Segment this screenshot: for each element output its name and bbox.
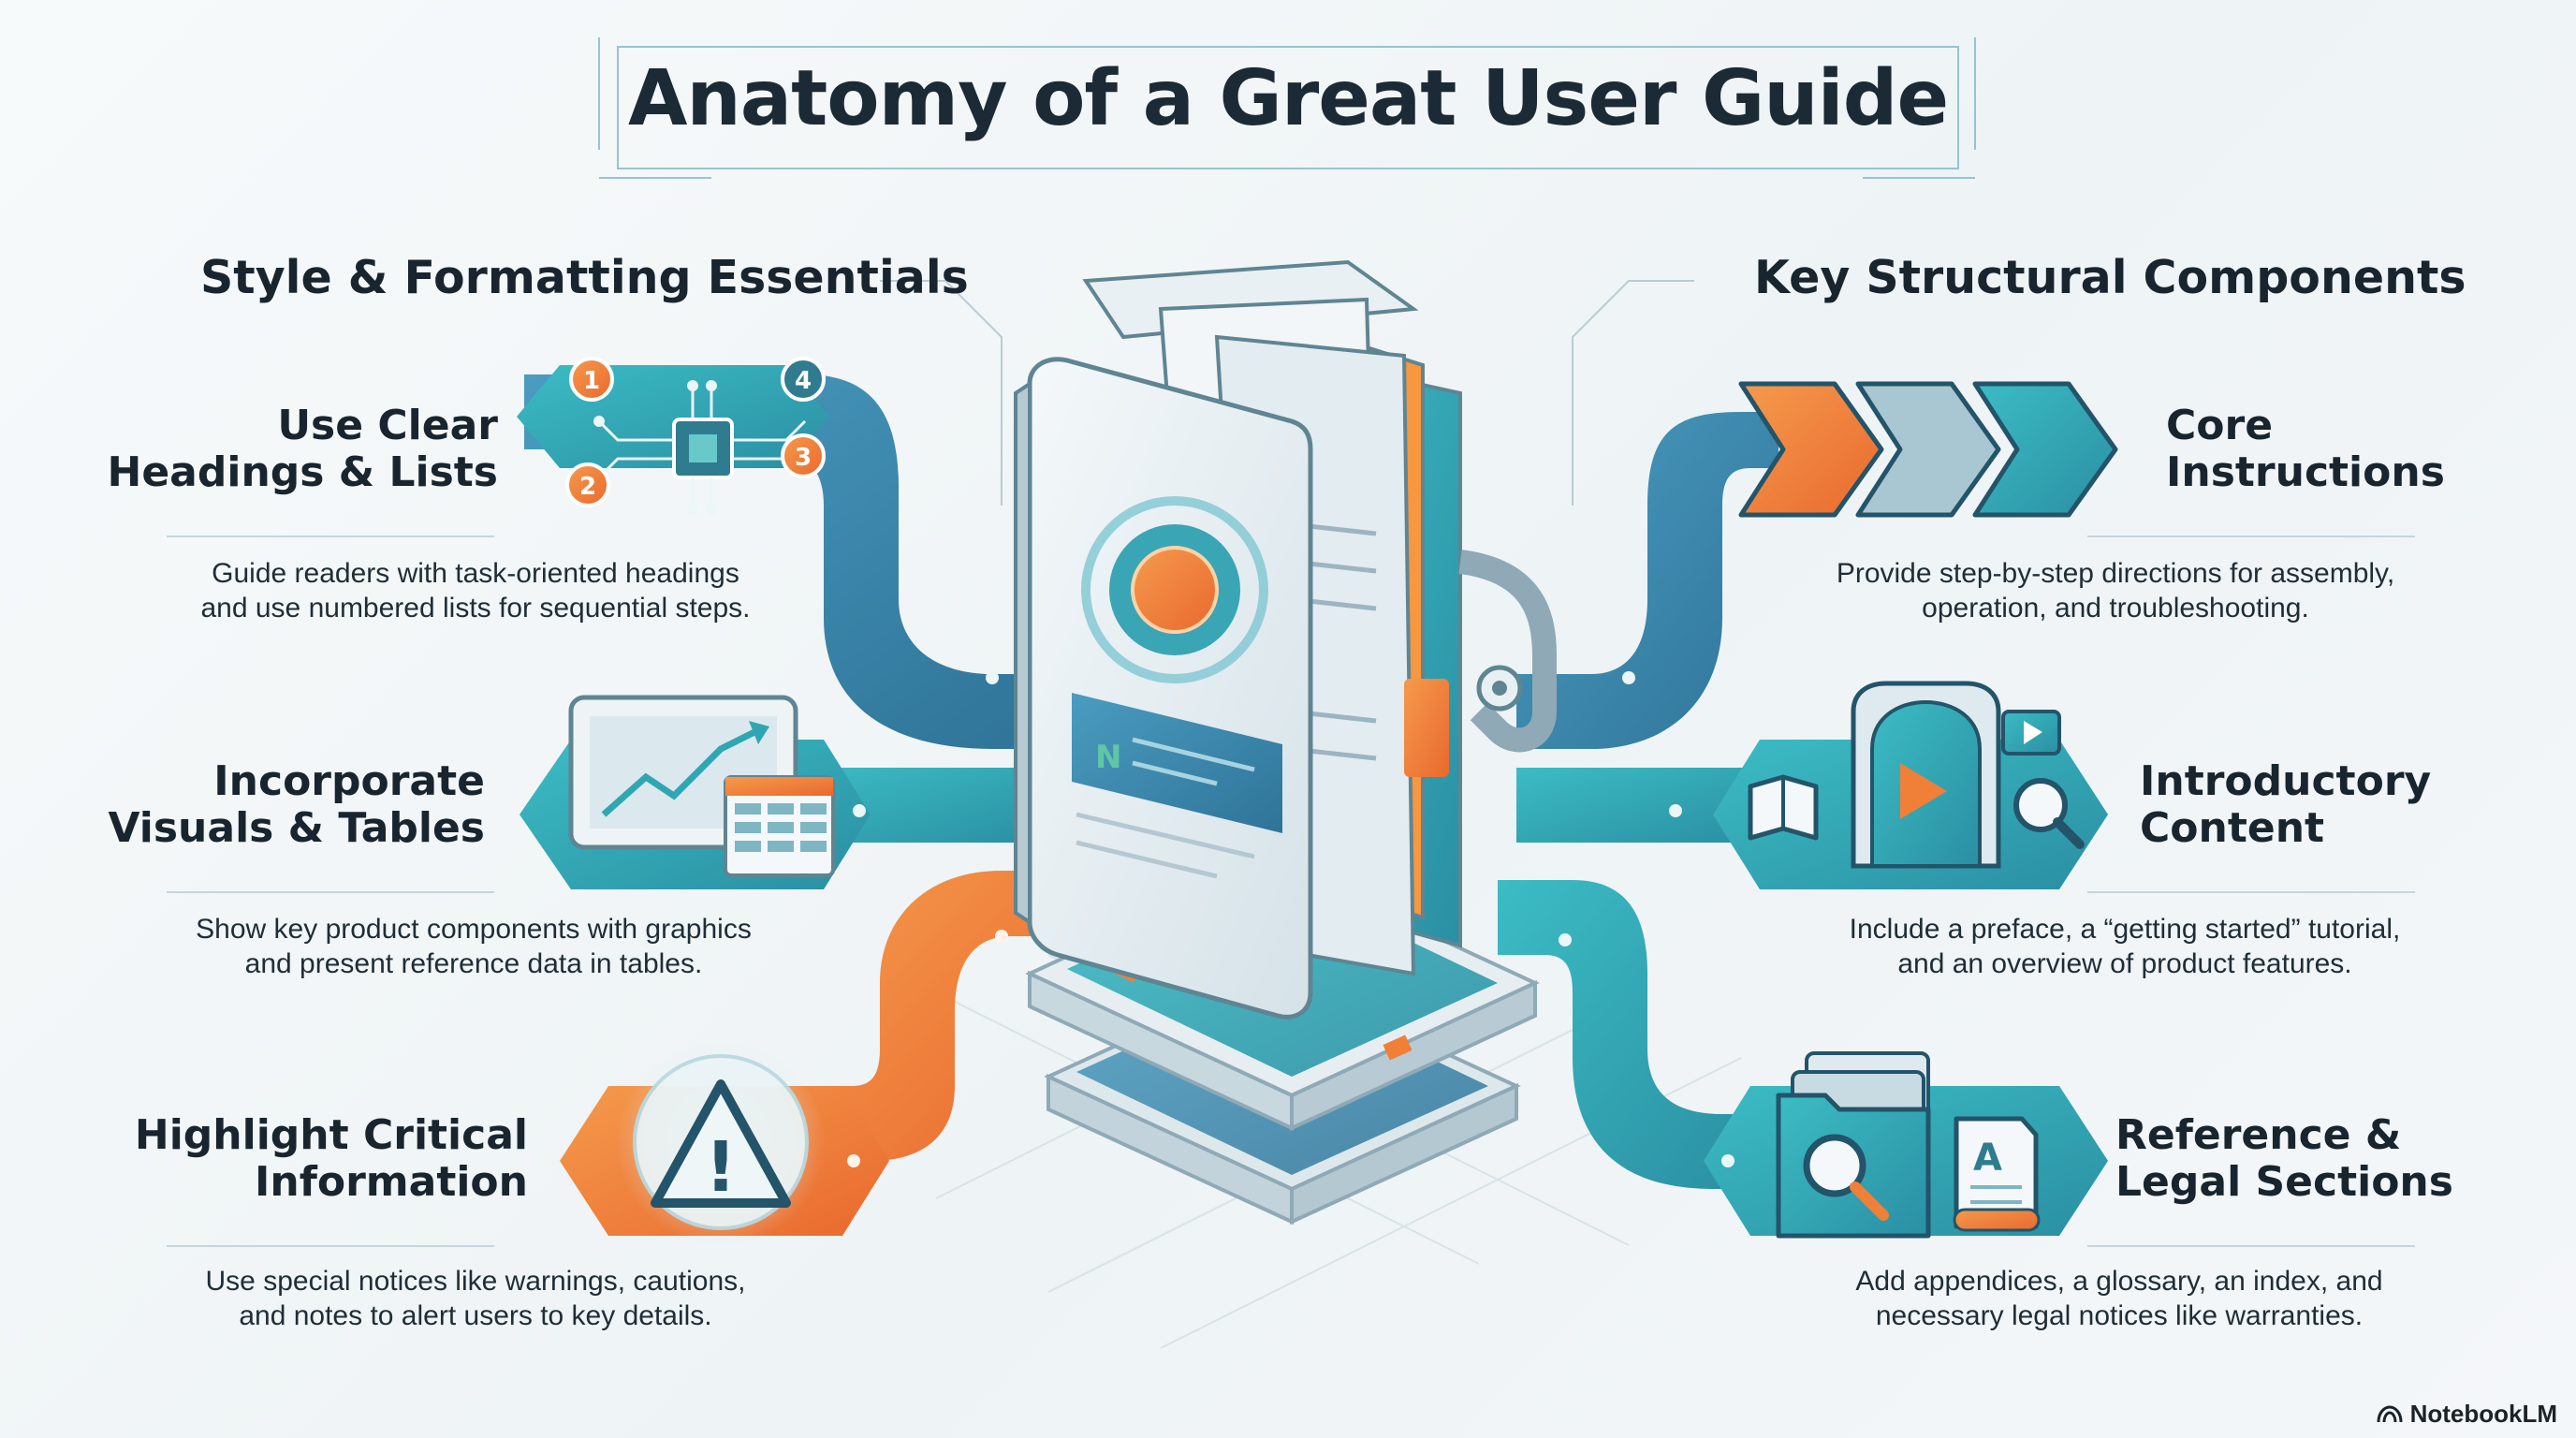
left-section-heading: Style & Formatting Essentials [200,251,969,304]
card-title-line: Headings & Lists [107,448,498,496]
card-title-core-instructions: Core Instructions [2166,403,2445,496]
right-section-heading: Key Structural Components [1754,251,2466,304]
card-desc-line: and present reference data in tables. [244,948,703,979]
card-title-line: Information [255,1158,528,1206]
brand-name: NotebookLM [2409,1400,2557,1428]
card-desc-headings-lists: Guide readers with task-oriented heading… [101,556,850,625]
central-book-illustration: N [1014,259,1557,1225]
card-title-line: Content [2140,804,2325,852]
numbered-badge: 2 [565,462,610,507]
divider [2087,1245,2415,1247]
card-desc-line: and use numbered lists for sequential st… [200,593,751,624]
svg-text:N: N [1095,739,1121,776]
numbered-badge: 3 [781,433,826,478]
card-title-line: Highlight Critical [134,1111,528,1159]
brand-watermark: NotebookLM [2377,1400,2557,1429]
numbered-badge: 4 [781,357,826,402]
title-frame [598,37,1976,179]
svg-text:4: 4 [795,367,812,395]
card-title-line: Visuals & Tables [108,804,486,852]
card-title-visuals-tables: Incorporate Visuals & Tables [109,758,486,852]
divider [2087,536,2415,537]
card-title-line: Reference & [2115,1111,2402,1159]
notebooklm-logo-icon [2377,1404,2403,1422]
card-desc-line: Use special notices like warnings, cauti… [205,1266,746,1297]
heading-leaders [880,280,1694,506]
page-title: Anatomy of a Great User Guide [627,54,1949,143]
numbered-badge: 1 [569,357,614,402]
card-title-critical-info: Highlight Critical Information [135,1112,528,1206]
card-desc-line: Show key product components with graphic… [196,914,752,945]
svg-text:A: A [1973,1137,2002,1180]
warning-icon: ! [616,1037,826,1247]
card-desc-reference-legal: Add appendices, a glossary, an index, an… [1745,1264,2494,1333]
card-desc-core-instructions: Provide step-by-step directions for asse… [1741,556,2490,625]
card-desc-critical-info: Use special notices like warnings, cauti… [101,1264,850,1333]
card-desc-line: Include a preface, a “getting started” t… [1849,914,2401,945]
chart-table-icon [568,695,835,877]
card-title-headings-lists: Use Clear Headings & Lists [108,403,498,496]
svg-text:2: 2 [579,473,596,501]
svg-text:!: ! [705,1127,737,1208]
card-desc-line: and an overview of product features. [1897,948,2352,979]
intro-doorway-icon [1748,681,2085,869]
divider [167,536,494,537]
divider [2087,891,2415,893]
step-arrows-icon [1738,381,2118,518]
card-desc-introductory-content: Include a preface, a “getting started” t… [1750,912,2499,981]
card-title-line: Core [2166,402,2274,449]
card-title-line: Legal Sections [2115,1158,2453,1206]
divider [167,1245,494,1247]
card-title-reference-legal: Reference & Legal Sections [2115,1112,2453,1206]
card-desc-line: and notes to alert users to key details. [239,1300,712,1331]
svg-text:1: 1 [583,367,600,395]
divider [167,891,494,893]
card-title-line: Use Clear [277,402,498,449]
svg-text:3: 3 [795,444,812,472]
card-title-line: Instructions [2166,448,2445,496]
card-title-introductory-content: Introductory Content [2140,758,2431,852]
card-desc-visuals-tables: Show key product components with graphic… [99,912,848,981]
card-desc-line: Provide step-by-step directions for asse… [1836,558,2395,589]
card-desc-line: Guide readers with task-oriented heading… [212,558,739,589]
card-title-line: Incorporate [213,757,485,805]
folders-magnifier-icon: A [1776,1051,2041,1239]
card-title-line: Introductory [2140,757,2432,805]
card-desc-line: operation, and troubleshooting. [1922,593,2309,624]
right-ribbon-top [1516,412,1778,749]
card-desc-line: necessary legal notices like warranties. [1875,1300,2364,1331]
card-desc-line: Add appendices, a glossary, an index, an… [1855,1266,2383,1297]
